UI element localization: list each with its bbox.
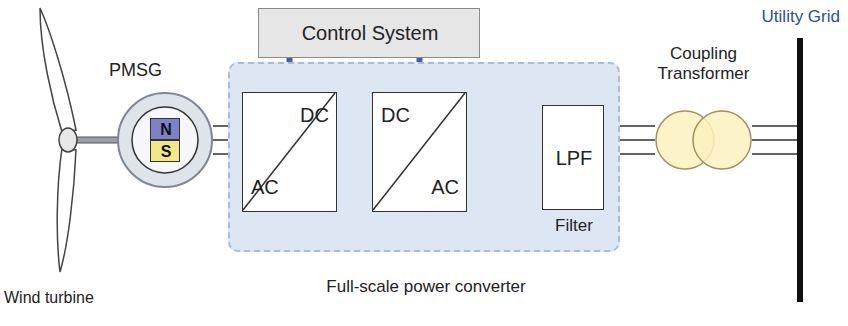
generator-circle: PMSGNS <box>117 92 213 188</box>
blade <box>40 8 76 132</box>
node-label: Coupling Transformer <box>647 44 760 85</box>
node-label: Control System <box>259 21 481 45</box>
node-sublabel: Filter <box>531 216 617 236</box>
node-label: DC <box>381 103 421 127</box>
winding-circle <box>693 111 751 169</box>
node-label: Full-scale power converter <box>230 277 622 297</box>
blade <box>57 148 76 272</box>
magnet-pole: N <box>150 118 180 140</box>
converter-region: Full-scale power converterDCACDCACLPFFil… <box>228 62 620 252</box>
node-label: LPF <box>543 146 605 170</box>
node-label: S <box>151 142 181 161</box>
shape-outline <box>655 110 752 170</box>
figure-label: Wind turbine <box>4 288 94 307</box>
magnet-pole: S <box>150 140 180 162</box>
filter-box: LPFFilter <box>542 105 604 210</box>
converter-diagonal <box>243 93 335 210</box>
node-label: DC <box>289 103 329 127</box>
node-label: PMSG <box>109 60 179 82</box>
rotor-circle <box>132 107 198 173</box>
control-box: Control System <box>258 8 480 58</box>
hub <box>59 128 77 152</box>
converter-diagonal <box>373 93 465 210</box>
node-sublabel: AC <box>251 175 291 199</box>
three-phase-line <box>752 126 797 154</box>
transformer-symbol: Coupling Transformer <box>655 110 752 170</box>
inverter-box: DC AC <box>372 92 467 212</box>
node-label: N <box>151 120 181 139</box>
node-sublabel: AC <box>419 175 459 199</box>
stator-ring <box>118 93 212 187</box>
rectifier-box: DC AC <box>242 92 337 212</box>
node-label: Utility Grid <box>750 7 840 27</box>
grid-bus: Utility Grid <box>797 38 803 302</box>
